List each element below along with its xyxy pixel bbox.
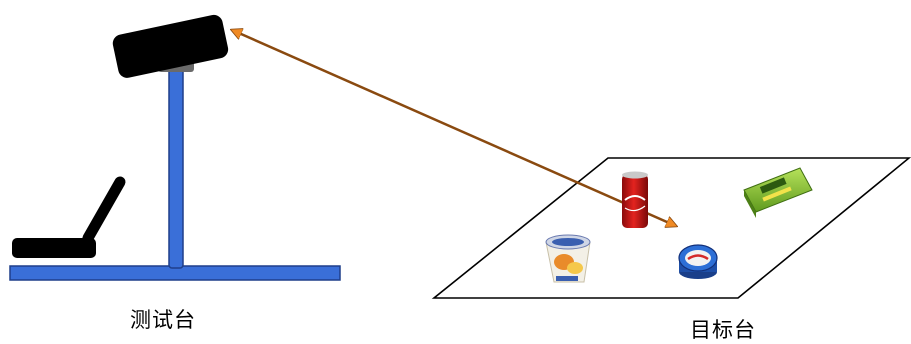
target-plane (431, 157, 911, 299)
cola-can-icon (622, 171, 648, 228)
depth-camera-icon (112, 14, 229, 78)
test-bench-label: 测试台 (130, 308, 196, 332)
target-bench-label: 目标台 (690, 318, 756, 342)
laptop-icon (12, 176, 126, 258)
round-snack-box-icon (678, 244, 718, 279)
instant-noodle-cup-icon (545, 234, 591, 283)
camera-stand-pole (168, 65, 184, 269)
chewing-gum-pack-icon (743, 167, 813, 218)
distance-arrow (232, 30, 676, 226)
